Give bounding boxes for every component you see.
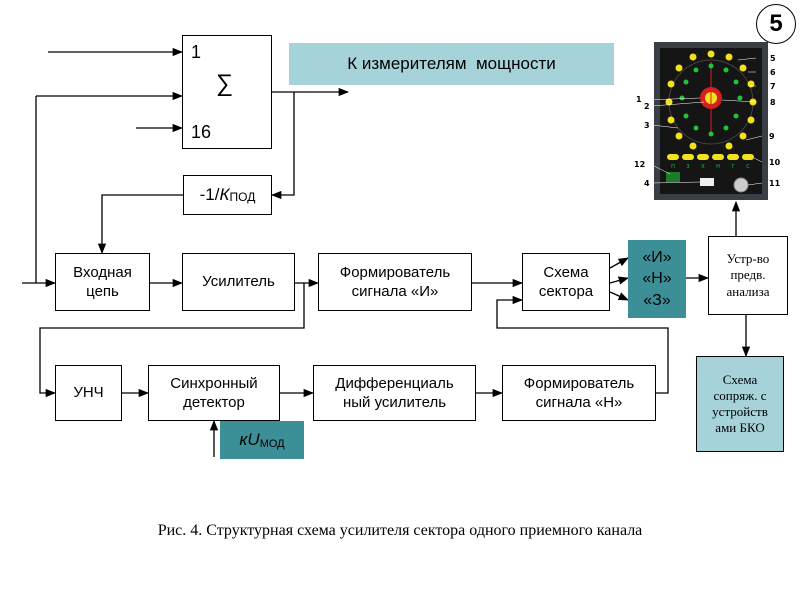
feedback-prefix: -1/ [199,184,220,204]
callout-4: 4 [644,179,650,188]
indicator-label-5: С [746,164,750,170]
signal-i: «И» [642,248,672,266]
callout-7: 7 [770,82,776,91]
power-meters-label: К измерителям мощности [289,43,614,85]
signal-n: «Н» [642,270,672,288]
summator-bottom-label: 16 [191,122,212,142]
callout-10: 10 [769,158,781,167]
modulation-sub: МОД [259,438,285,450]
callout-8: 8 [770,98,776,107]
callout-5: 5 [770,54,776,63]
slide-number: 5 [769,10,783,37]
indicator-label-3: Н [716,164,720,170]
feedback-sub: ПОД [229,190,256,205]
indicator-label-0: П [671,164,675,170]
callout-3: 3 [644,121,650,130]
summator-symbol: ∑ [216,70,234,97]
former-n-block: Формирователь сигнала «Н» [502,365,656,421]
diff-amp-block: Дифференциаль ный усилитель [313,365,476,421]
sync-detector-block: Синхронный детектор [148,365,280,421]
callout-2: 2 [644,102,650,111]
callout-9: 9 [769,132,775,141]
indicator-label-2: Х [701,164,705,170]
figure-caption: Рис. 4. Структурная схема усилителя сект… [157,522,643,539]
unch-block: УНЧ [55,365,122,421]
callout-1: 1 [636,95,642,104]
amplifier-block: Усилитель [182,253,295,311]
callout-11: 11 [769,179,781,188]
bko-interface-block: Схема сопряж. с устройств ами БКО [696,356,784,452]
slide-number-badge: 5 [756,4,796,44]
summator-block [182,35,272,149]
pre-analysis-block: Устр-во предв. анализа [708,236,788,315]
indicator-label-4: Г [731,164,734,170]
input-circuit-block: Входная цепь [55,253,150,311]
summator-top-label: 1 [191,42,202,62]
modulation-k: кU [239,430,260,449]
callout-6: 6 [770,68,776,77]
former-i-block: Формирователь сигнала «И» [318,253,472,311]
signals-block: «И» «Н» «З» [628,240,686,318]
signal-z: «З» [643,291,671,309]
callout-12: 12 [634,160,645,169]
sector-circuit-block: Схема сектора [522,253,610,311]
feedback-k: К [219,184,230,204]
indicator-panel: П З Х Н Г С 1 2 3 4 5 6 7 8 9 10 11 12 [634,42,781,200]
indicator-label-1: З [686,164,689,170]
